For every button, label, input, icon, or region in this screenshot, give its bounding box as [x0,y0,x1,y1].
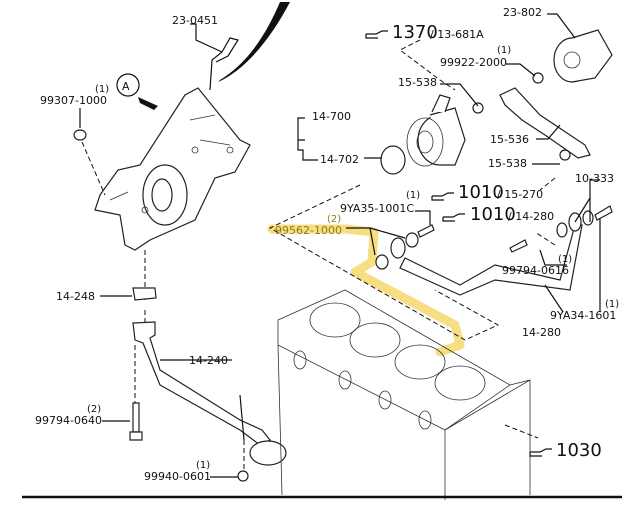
callout-a: A [122,80,130,93]
label-14-702: 14-702 [320,153,359,166]
clamp-a [472,102,484,114]
oil-cooler [380,94,466,175]
nut-2000 [532,72,544,84]
oil-filter [553,29,613,83]
plug [73,129,87,141]
arrow-icon [138,97,158,110]
hose-15-536 [499,87,591,159]
qty-9ya34-1601: (1) [605,299,619,310]
qty-99307-1000: (1) [95,84,109,95]
nut-0601 [237,470,249,482]
qty-99794-0616: (1) [558,254,572,265]
bolt-1601 [594,205,613,221]
washer-b [375,254,389,270]
bolt-0640 [129,431,143,441]
strainer-pipe [132,321,271,446]
label-9ya34-1601: 9YA34-1601 [550,309,616,322]
qty-9ya35-1001c: (1) [406,190,420,201]
qty-99562-1000: (2) [327,214,341,225]
engine-block [277,289,539,500]
label-14-700: 14-700 [312,110,351,123]
gasket-14-248 [132,287,157,301]
qty-99922-2000: (1) [497,45,511,56]
label-23-0451: 23-0451 [172,14,218,27]
label-14-280: 14-280 [522,326,561,339]
bolt-0616 [509,239,528,253]
qty-99794-0640: (2) [87,404,101,415]
ref-1370: 1370 [392,22,438,43]
label-14-248: 14-248 [56,290,95,303]
label-10-333: 10-333 [575,172,614,185]
label-99794-0640: 99794-0640 [35,414,102,427]
label-15-538-a: 15-538 [398,76,437,89]
washer-a [405,232,419,248]
label-15-536: 15-536 [490,133,529,146]
ref-14-280: / 14-280 [508,210,554,223]
pointing-hand-icon [442,213,465,222]
pointing-hand-icon [529,448,552,457]
callout-circle-a [116,73,140,97]
label-9ya35-1001c: 9YA35-1001C [340,202,414,215]
label-23-802: 23-802 [503,6,542,19]
qty-99940-0601: (1) [196,460,210,471]
ref-1010-b: 1010 [470,204,516,225]
label-14-240: 14-240 [189,354,228,367]
label-99562-1000: 99562-1000 [275,224,342,237]
oil-pipe [399,224,583,296]
ref-1030: 1030 [556,440,602,461]
label-99940-0601: 99940-0601 [144,470,211,483]
harness-curve [218,2,290,82]
clamp-b [559,149,571,161]
label-99922-2000: 99922-2000 [440,56,507,69]
strainer [249,440,287,466]
ref-15-270: / 15-270 [497,188,543,201]
oil-pump [94,23,251,251]
pointing-hand-icon [431,192,454,201]
label-15-538-b: 15-538 [488,157,527,170]
label-99307-1000: 99307-1000 [40,94,107,107]
highlight-trace [267,224,465,357]
label-99794-0616: 99794-0616 [502,264,569,277]
o-ring-14-702 [380,145,406,175]
ref-13-681a: / 13-681A [430,28,484,41]
ref-1010-a: 1010 [458,182,504,203]
bolt-1001c [417,224,435,238]
pointing-hand-icon [365,30,388,39]
